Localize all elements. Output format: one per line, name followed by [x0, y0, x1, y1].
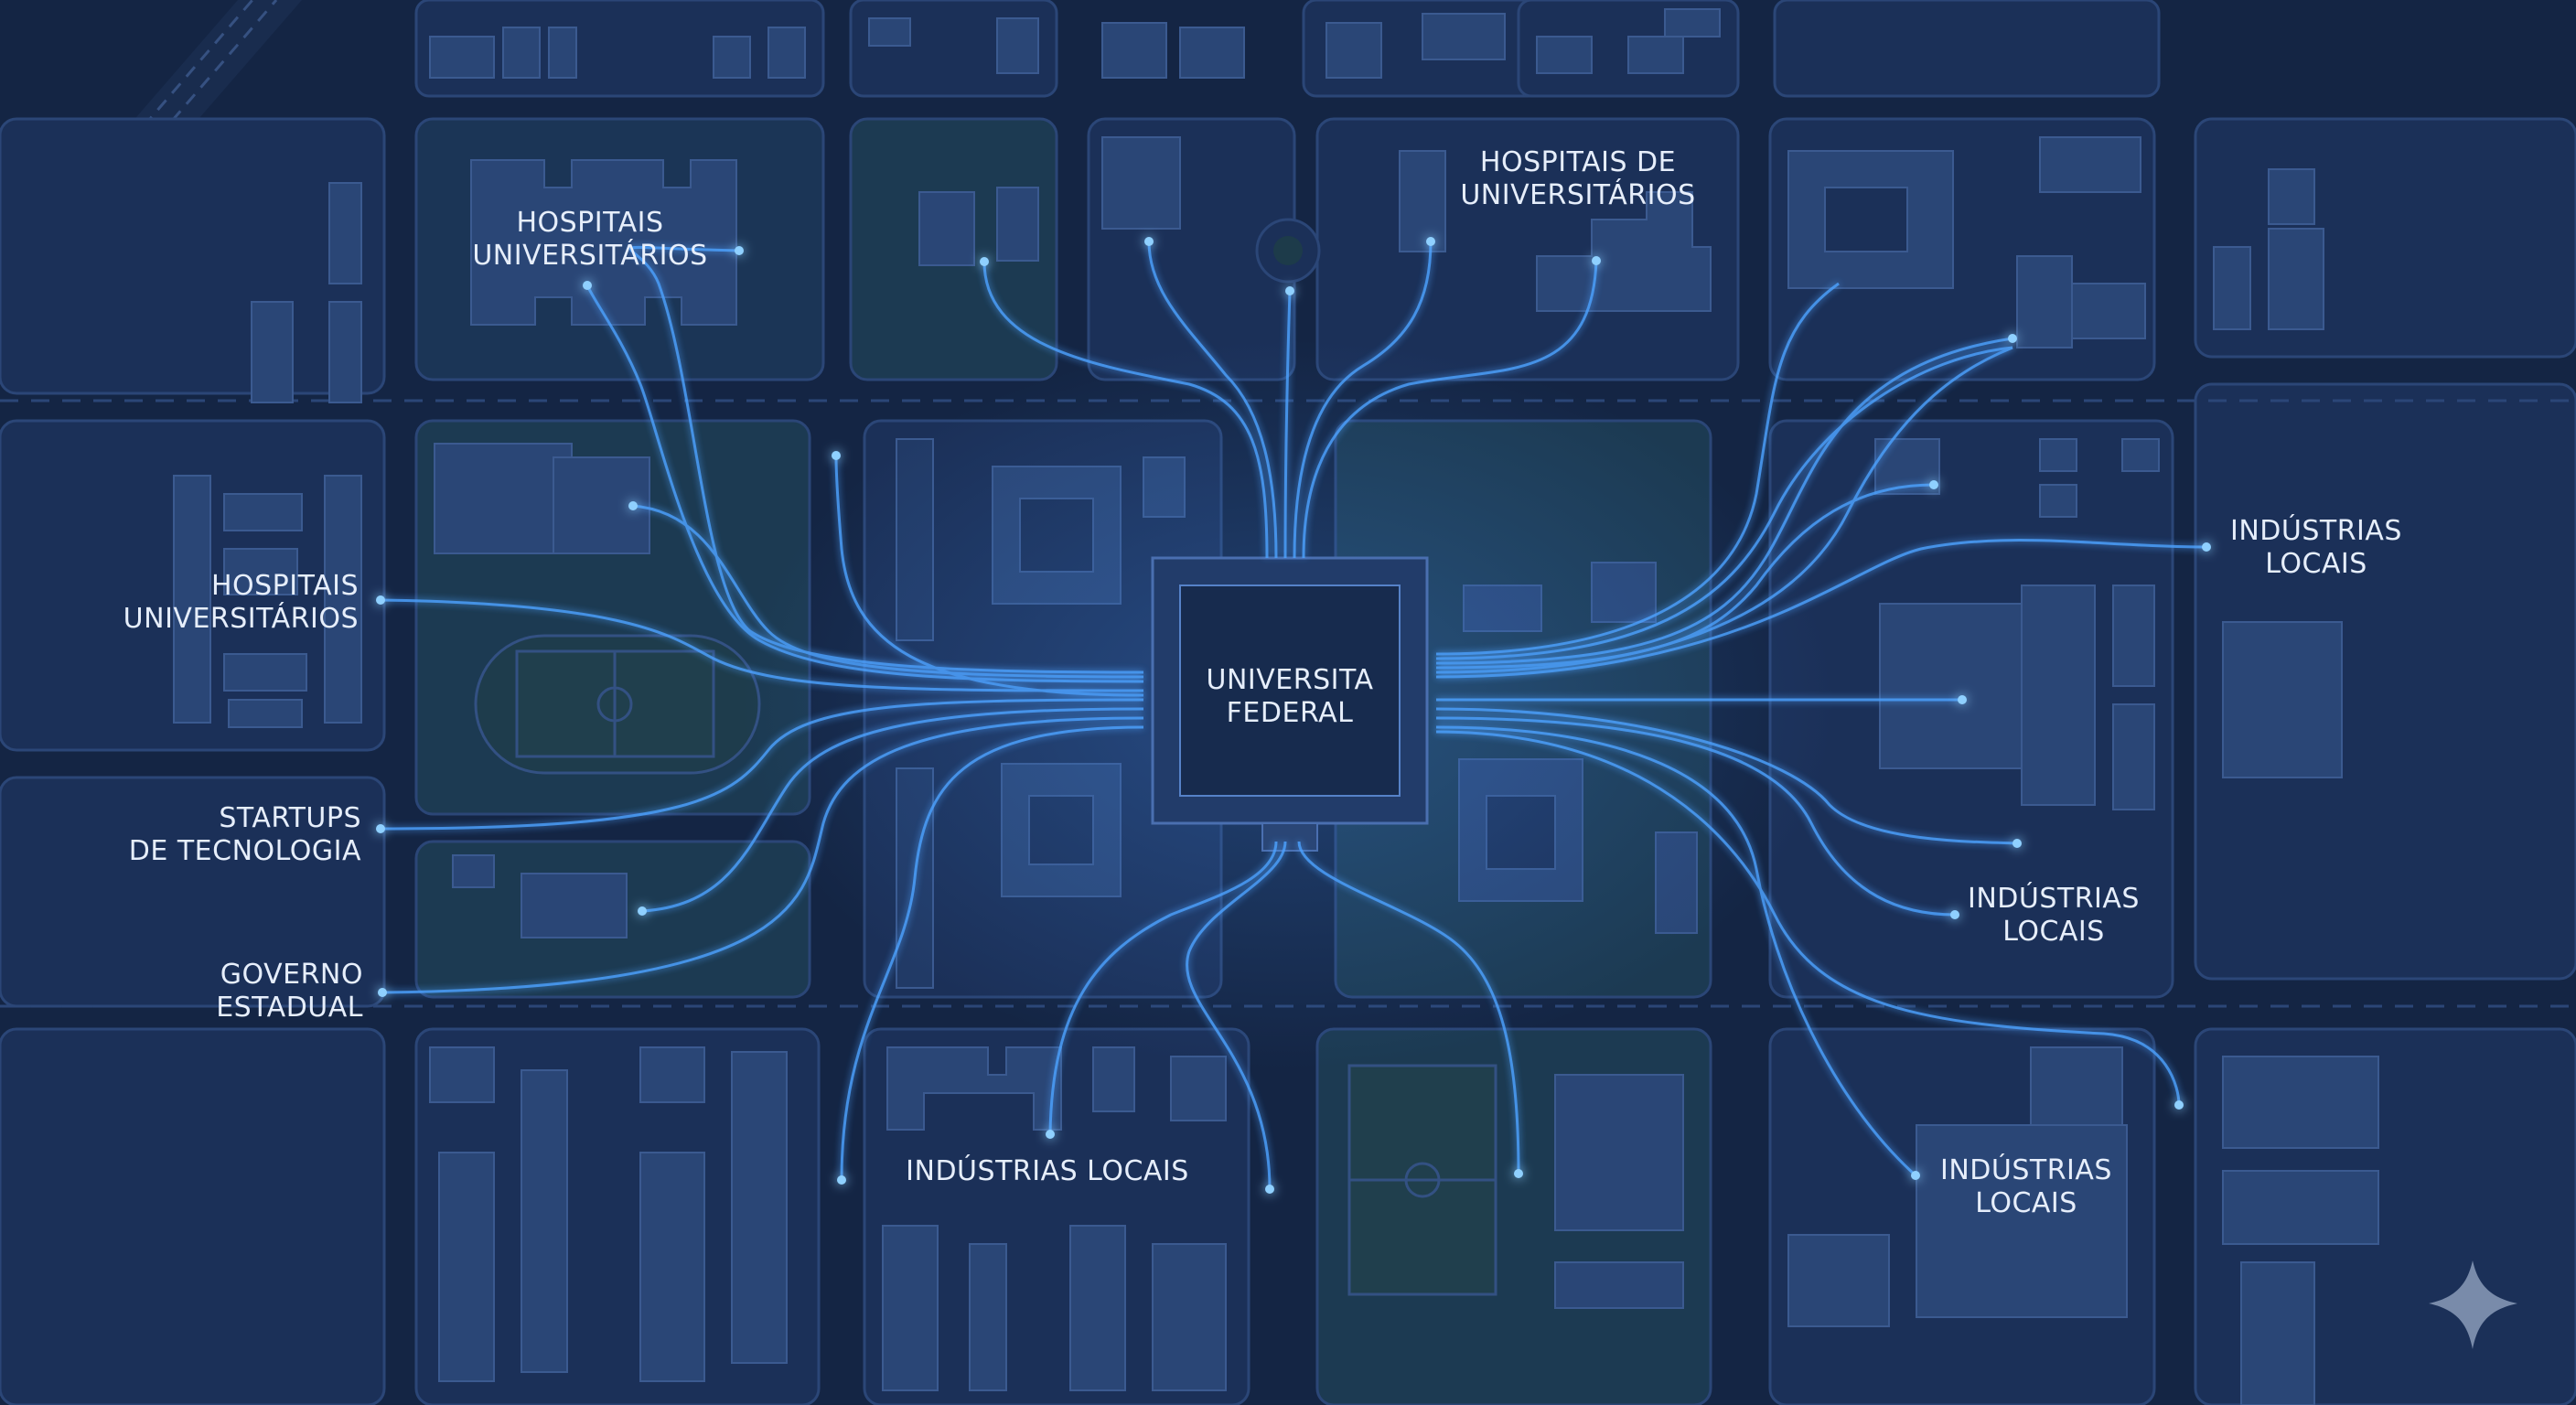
label-hospitais-top-center: HOSPITAIS DE UNIVERSITÁRIOS: [1441, 146, 1715, 212]
label-industrias-right-mid: INDÚSTRIAS LOCAIS: [1962, 883, 2145, 949]
label-universita-federal: UNIVERSITA FEDERAL: [1189, 664, 1390, 730]
label-industrias-right-top: INDÚSTRIAS LOCAIS: [2225, 515, 2408, 581]
label-hospitais-left: HOSPITAIS UNIVERSITÁRIOS: [101, 570, 359, 636]
sports-field-bottom: [1349, 1066, 1496, 1294]
label-industrias-bottom-center: INDÚSTRIAS LOCAIS: [883, 1155, 1212, 1188]
label-hospitais-top-left: HOSPITAIS UNIVERSITÁRIOS: [462, 207, 718, 273]
label-governo: GOVERNO ESTADUAL: [137, 959, 363, 1024]
label-startups: STARTUPS DE TECNOLOGIA: [101, 802, 361, 868]
label-industrias-right-bottom: INDÚSTRIAS LOCAIS: [1935, 1154, 2118, 1220]
sports-track-left: [476, 636, 759, 773]
roundabout: [1257, 220, 1319, 282]
